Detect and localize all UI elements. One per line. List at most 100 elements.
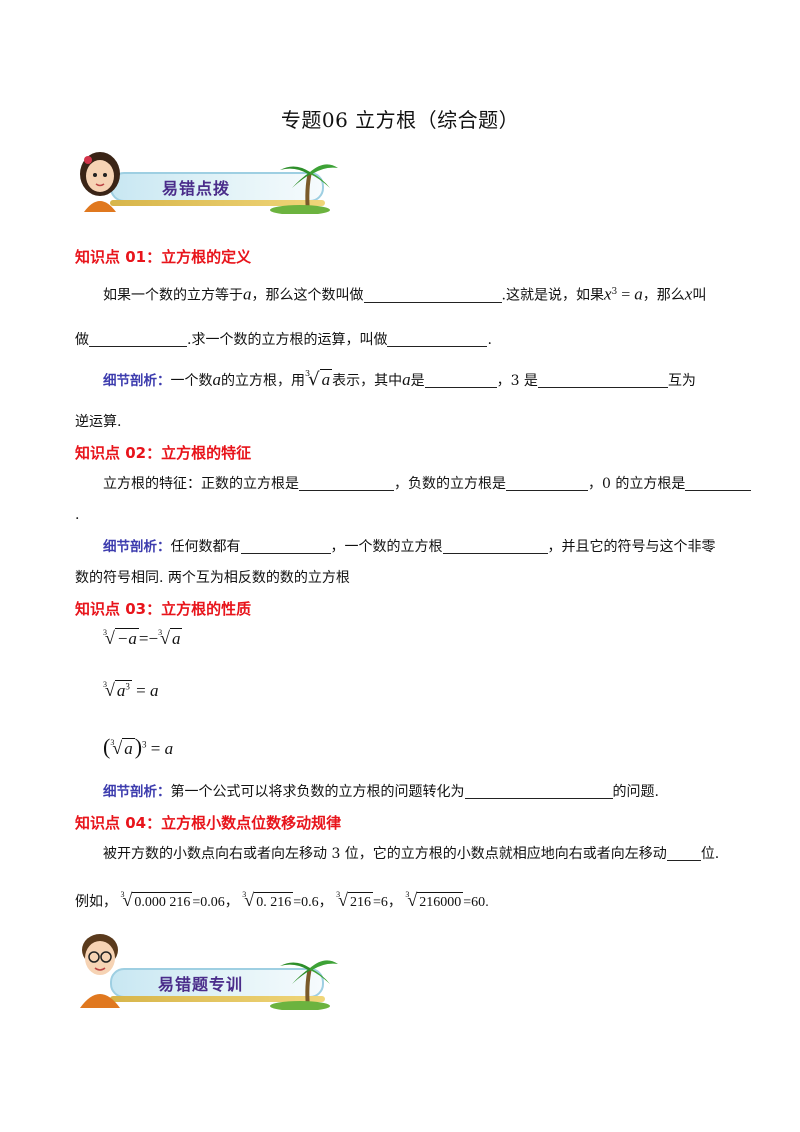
cube-root-example-3: 3√216 [336, 890, 373, 914]
root-index: 3 [305, 369, 311, 378]
var-x: x [684, 284, 693, 304]
kp1-heading: 知识点 01：立方根的定义 [75, 248, 252, 266]
result: =6 [372, 895, 388, 910]
blank[interactable] [442, 538, 548, 554]
text: 的问题. [612, 784, 659, 800]
cube-root: 3√−a [103, 628, 139, 648]
root-index: 3 [103, 628, 107, 637]
blank[interactable] [89, 331, 187, 347]
note-label: 细节剖析： [103, 373, 171, 389]
banner-error-tips: 易错点拨 [70, 148, 340, 214]
var-a: a [116, 681, 126, 700]
var-x: x [603, 284, 612, 304]
kp2-line2: . [75, 507, 80, 523]
blank[interactable] [685, 475, 752, 491]
operator: =− [138, 629, 159, 648]
text: 如果一个数的立方等于 [103, 287, 243, 304]
separator: ， [387, 895, 402, 910]
text: ，并且它的符号与这个非零 [547, 539, 716, 555]
kp2-line1: 立方根的特征：正数的立方根是，负数的立方根是，0 的立方根是 [103, 474, 752, 494]
cube-root-example-1: 3√0.000 216 [121, 890, 193, 914]
formula-1: 3√−a=−3√a [103, 628, 183, 649]
banner-error-practice: 易错题专训 [70, 928, 340, 1010]
formula-2: 3√a3 = a [103, 680, 158, 701]
banner-stripe [110, 996, 325, 1002]
separator: ， [224, 895, 239, 910]
root-index: 3 [242, 890, 247, 899]
blank[interactable] [240, 538, 331, 554]
text: 表示，其中 [332, 373, 403, 389]
boy-cartoon-icon [80, 934, 120, 1008]
blank[interactable] [537, 372, 668, 388]
kp2-note: 细节剖析：任何数都有 ，一个数的立方根 ，并且它的符号与这个非零 [103, 537, 716, 557]
blank[interactable] [424, 372, 497, 388]
paren-close: ) [134, 734, 143, 759]
banner-stripe [110, 200, 325, 206]
palm-tree-icon [270, 960, 338, 1010]
cube-root: 3√a [110, 738, 135, 758]
page-title: 专题06 立方根（综合题） [280, 108, 520, 132]
cube-root: 3√a [305, 369, 333, 390]
operator: = [150, 739, 161, 758]
var-a: a [149, 681, 159, 700]
note-label: 细节剖析： [103, 539, 171, 555]
radicand: 216 [347, 892, 373, 913]
var-a: a [212, 370, 222, 389]
text: 的立方根，用 [221, 373, 305, 389]
root-index: 3 [405, 890, 410, 899]
blank[interactable] [464, 783, 613, 799]
kp4-examples: 例如， 3√0.000 216=0.06， 3√0. 216=0.6， 3√21… [75, 890, 489, 914]
blank[interactable] [506, 475, 588, 491]
text: 第一个公式可以将求负数的立方根的问题转化为 [170, 784, 465, 800]
radicand: −a [114, 628, 139, 648]
var-a: a [402, 370, 411, 389]
text: 例如， [75, 895, 117, 910]
var-a: a [164, 739, 174, 758]
paren-open: ( [103, 734, 111, 759]
radicand: 0. 216 [254, 892, 294, 913]
note-label: 细节剖析： [103, 784, 171, 800]
banner-label: 易错点拨 [162, 179, 231, 198]
kp3-heading: 知识点 03：立方根的性质 [75, 600, 252, 618]
text: .求一个数的立方根的运算，叫做 [187, 332, 388, 348]
text: 做 [75, 332, 89, 348]
text: ，那么这个数叫做 [251, 287, 364, 304]
root-index: 3 [120, 890, 125, 899]
kp4-line1: 被开方数的小数点向右或者向左移动 3 位，它的立方根的小数点就相应地向右或者向左… [103, 844, 719, 864]
text: 叫 [692, 287, 707, 304]
result: =0.06 [192, 895, 225, 910]
kp2-note-line2: 数的符号相同. 两个互为相反数的数的立方根 [75, 570, 350, 586]
blank[interactable] [363, 287, 502, 303]
cube-root: 3√a3 [103, 680, 132, 700]
result: =0.6 [293, 895, 319, 910]
text: ，负数的立方根是 [394, 476, 506, 492]
root-index: 3 [103, 680, 107, 689]
operator: = [136, 681, 146, 700]
kp2-heading: 知识点 02：立方根的特征 [75, 444, 252, 462]
result: =60 [463, 895, 486, 910]
blank[interactable] [387, 331, 488, 347]
text: ，一个数的立方根 [330, 539, 443, 555]
radicand: a [169, 628, 183, 648]
radicand: 0.000 216 [132, 892, 193, 913]
text: ，3 是 [496, 373, 538, 389]
text: ，0 的立方根是 [588, 476, 686, 492]
text: 被开方数的小数点向右或者向左移动 3 位，它的立方根的小数点就相应地向右或者向左… [103, 846, 667, 862]
formula-3: (3√a) 3 = a [103, 734, 173, 760]
separator: ， [318, 895, 333, 910]
root-index: 3 [158, 628, 163, 637]
var-a: a [634, 284, 643, 304]
text: 一个数 [170, 373, 213, 389]
kp4-heading: 知识点 04：立方根小数点位数移动规律 [75, 814, 342, 832]
kp1-line1: 如果一个数的立方等于a，那么这个数叫做.这就是说，如果x3 = a，那么x叫 [103, 284, 707, 304]
blank[interactable] [666, 845, 701, 861]
blank[interactable] [299, 475, 394, 491]
superscript: 3 [611, 287, 618, 297]
girl-cartoon-icon [80, 152, 120, 212]
cube-root: 3√a [158, 628, 183, 648]
text: 互为 [667, 373, 696, 389]
root-index: 3 [110, 738, 115, 747]
text: 任何数都有 [170, 539, 241, 555]
kp3-note: 细节剖析：第一个公式可以将求负数的立方根的问题转化为 的问题. [103, 782, 659, 802]
